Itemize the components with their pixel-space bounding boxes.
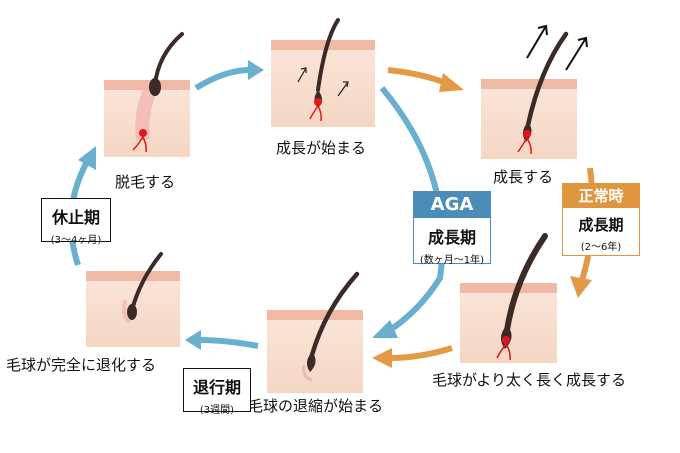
phase-box-regression: 退行期 (3週間) xyxy=(183,368,251,416)
phase-duration-resting: (3～4ヶ月) xyxy=(50,235,102,246)
normal-tag: 正常時 xyxy=(563,184,639,208)
phase-title-resting: 休止期 xyxy=(51,208,100,227)
phase-duration-aga: (数ヶ月～1年) xyxy=(419,255,485,266)
stage-label-bulb-regressed: 毛球が完全に退化する xyxy=(6,356,157,374)
phase-title-regression: 退行期 xyxy=(192,378,241,397)
stage-label-begin-growth: 成長が始まる xyxy=(276,139,367,157)
panel-growing xyxy=(481,24,588,159)
stage-label-growing: 成長する xyxy=(493,168,554,186)
panel-growing-thicker xyxy=(460,233,557,363)
panel-bulb-regressed xyxy=(86,252,180,347)
phase-box-aga: AGA 成長期 (数ヶ月～1年) xyxy=(413,191,491,266)
arrow-loss-to-begin xyxy=(194,60,264,91)
phase-duration-regression: (3週間) xyxy=(199,405,235,416)
panel-hair-loss xyxy=(104,32,190,157)
phase-title-aga: 成長期 xyxy=(427,228,476,247)
arrow-shrinking-to-regressed xyxy=(185,330,259,350)
stage-label-hair-loss: 脱毛する xyxy=(115,173,176,191)
stage-label-bulb-shrinking: 毛球の退縮が始まる xyxy=(248,397,384,415)
aga-tag: AGA xyxy=(414,192,490,218)
phase-box-normal: 正常時 成長期 (2～6年) xyxy=(562,183,640,256)
stage-label-growing-thicker: 毛球がより太く長く成長する xyxy=(432,371,626,389)
phase-duration-normal: (2～6年) xyxy=(580,242,622,253)
panel-begin-growth xyxy=(271,18,375,127)
phase-title-normal: 成長期 xyxy=(578,216,624,234)
arrow-thicker-to-shrinking xyxy=(372,345,453,368)
arrow-begin-to-growing xyxy=(387,67,464,92)
panel-bulb-shrinking xyxy=(267,271,363,393)
phase-box-resting: 休止期 (3～4ヶ月) xyxy=(41,198,111,246)
